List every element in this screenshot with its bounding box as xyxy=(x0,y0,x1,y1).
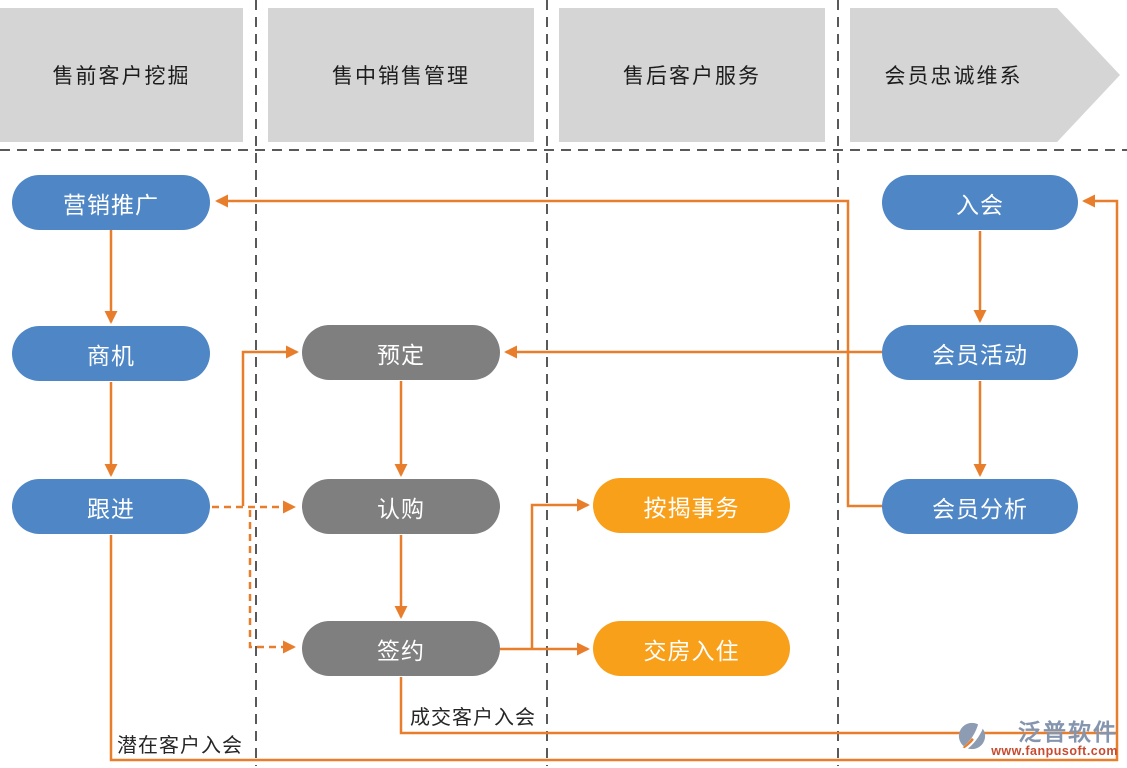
label-potential-customer-join: 潜在客户入会 xyxy=(117,735,243,757)
header-presales-mining: 售前客户挖掘 xyxy=(0,8,243,142)
header-aftersales-label: 售后客户服务 xyxy=(623,65,761,88)
node-follow-up: 跟进 xyxy=(12,479,210,534)
fanpu-logo-icon xyxy=(959,722,986,751)
logo-brand-text: 泛普软件 xyxy=(1018,719,1118,745)
header-presales-label: 售前客户挖掘 xyxy=(52,65,191,88)
header-aftersales-service: 售后客户服务 xyxy=(559,8,825,142)
header-insales-management: 售中销售管理 xyxy=(268,8,534,142)
node-membership-join: 入会 xyxy=(882,175,1078,230)
connector-signing-to-mortgage xyxy=(530,498,590,649)
node-member-analysis: 会员分析 xyxy=(882,479,1078,534)
header-loyalty-label: 会员忠诚维系 xyxy=(884,65,1023,88)
node-member-activity: 会员活动 xyxy=(882,325,1078,380)
connector-followup-to-reservation xyxy=(241,345,299,506)
node-opportunity: 商机 xyxy=(12,326,210,381)
connectors xyxy=(104,194,1119,762)
node-mortgage-affairs: 按揭事务 xyxy=(593,478,790,533)
fanpu-logo: 泛普软件 www.fanpusoft.com xyxy=(957,719,1118,758)
connector-followup-to-join-loop xyxy=(109,194,1119,762)
connector-signing-to-join-loop xyxy=(399,677,1116,735)
logo-url-text: www.fanpusoft.com xyxy=(991,744,1118,758)
header-member-loyalty: 会员忠诚维系 xyxy=(850,8,1120,142)
node-marketing-promotion: 营销推广 xyxy=(12,175,210,230)
node-move-in: 交房入住 xyxy=(593,621,790,676)
connector-followup-to-signing-dashed xyxy=(248,510,296,654)
connector-analysis-to-marketing xyxy=(215,194,882,508)
node-contract-signing: 签约 xyxy=(302,621,500,676)
node-reservation: 预定 xyxy=(302,325,500,380)
label-deal-customer-join: 成交客户入会 xyxy=(410,707,536,729)
header-insales-label: 售中销售管理 xyxy=(332,65,470,88)
node-subscription: 认购 xyxy=(302,479,500,534)
